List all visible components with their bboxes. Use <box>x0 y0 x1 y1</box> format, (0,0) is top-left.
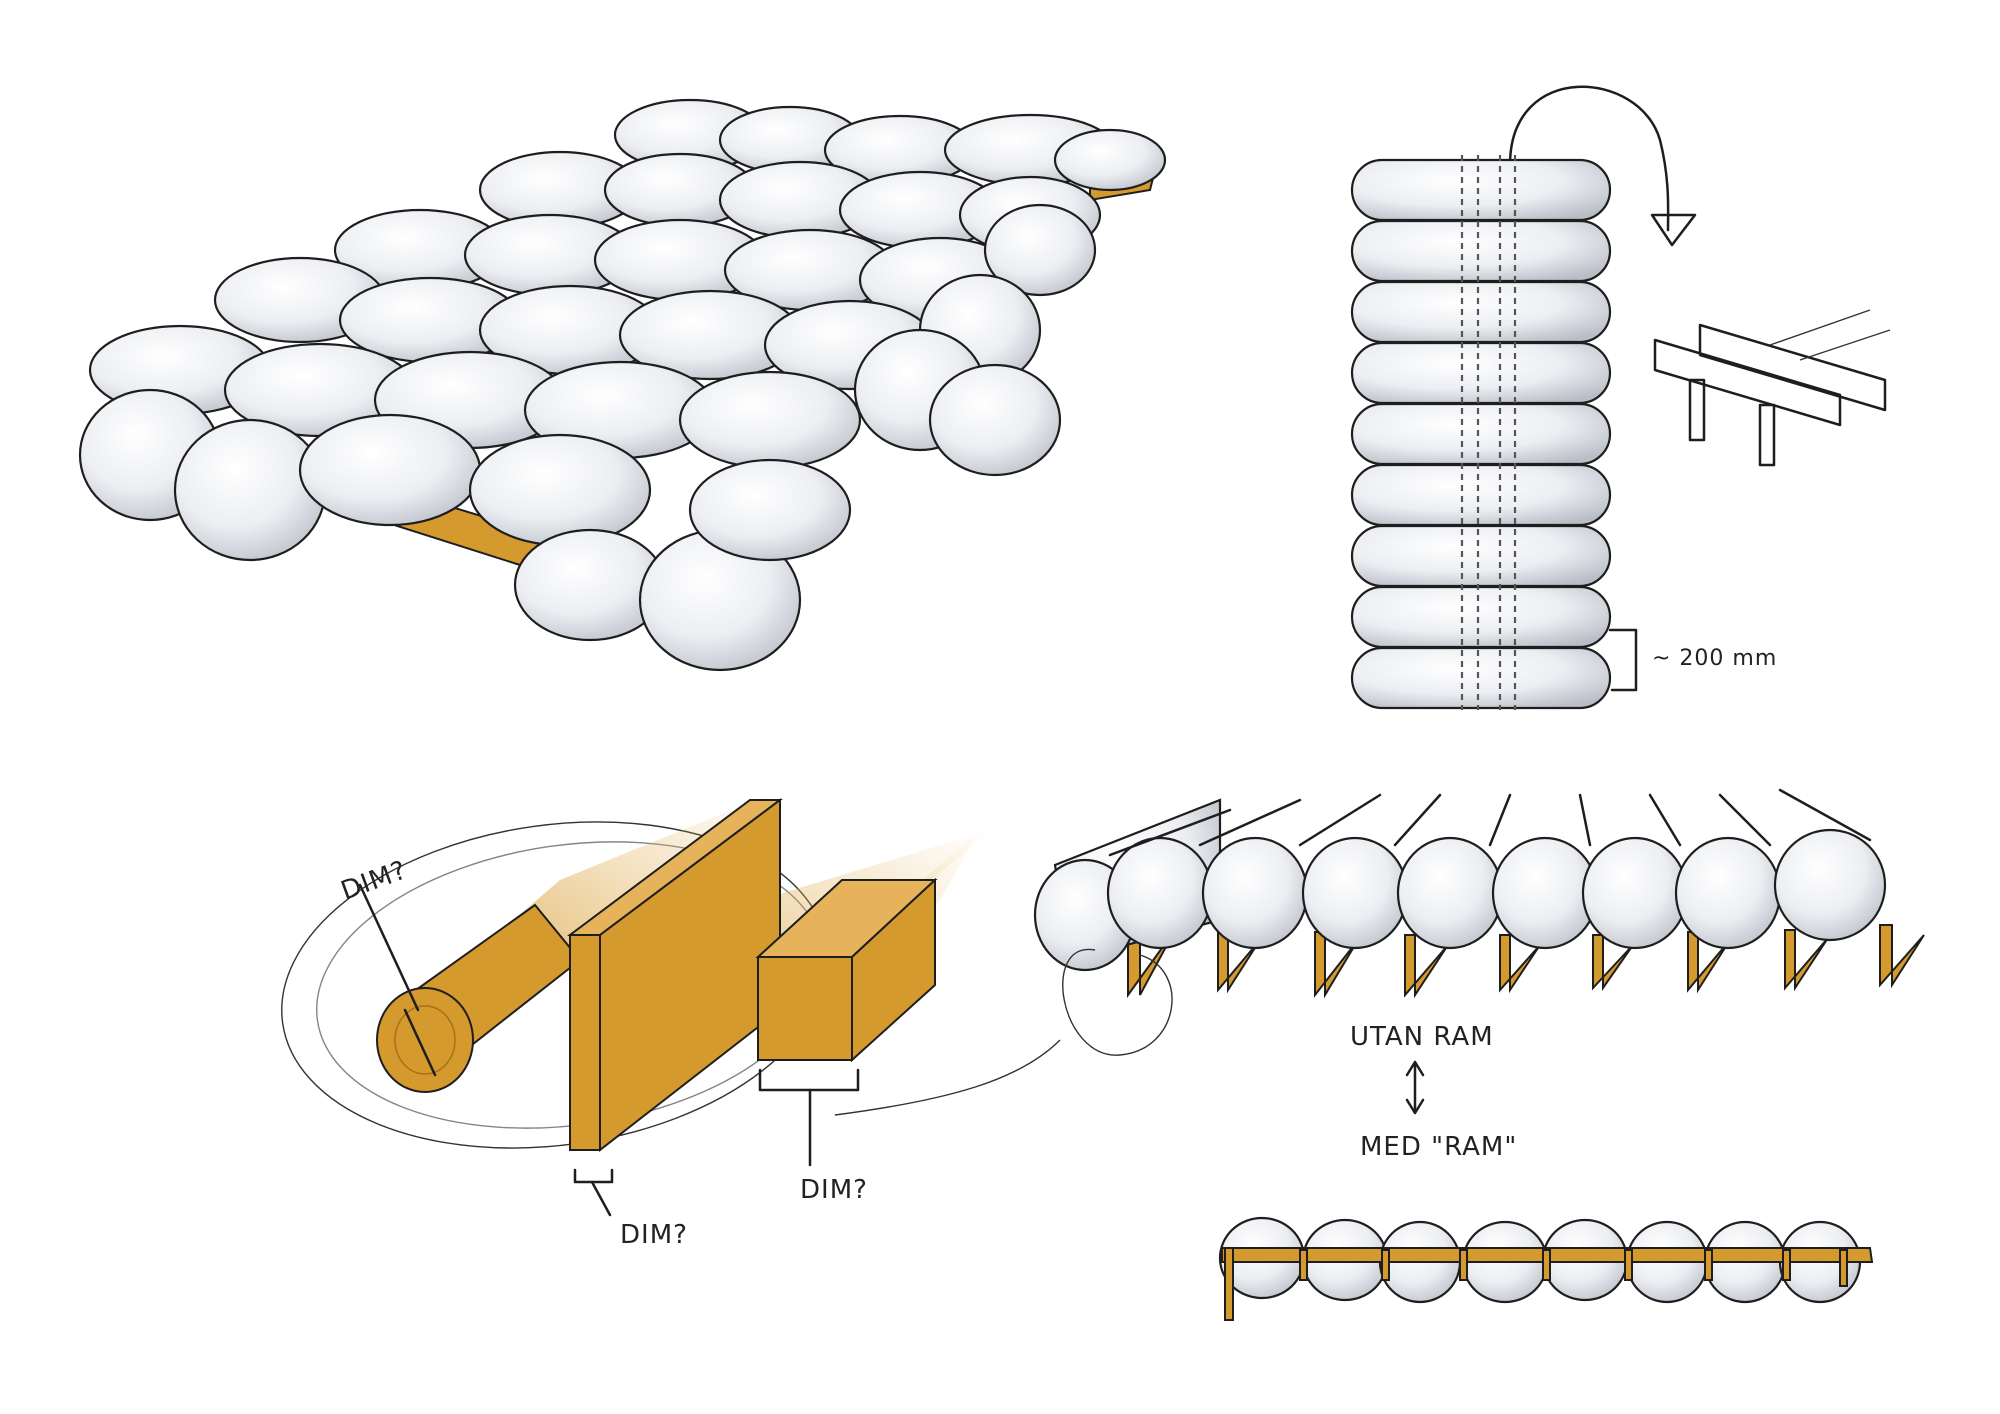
dimension-bracket <box>1608 628 1638 692</box>
support-wedges <box>1127 924 1925 999</box>
flat-board <box>567 798 783 1153</box>
dim-bracket-board <box>573 1168 614 1184</box>
rolls-with-frame <box>1218 1216 1874 1321</box>
frame-posts <box>1224 1247 1848 1321</box>
dim-label-round: DIM? <box>337 855 411 906</box>
pillow-stack-elevation: ~ 200 mm <box>1350 85 1891 710</box>
strap-lines <box>1460 155 1517 710</box>
label-without-frame: UTAN RAM <box>1350 1022 1494 1052</box>
pillow-bed-perspective <box>78 98 1167 672</box>
pillow-grid <box>78 98 1167 672</box>
slat-frame-detail <box>1653 309 1891 467</box>
swap-arrow-icon <box>1405 1060 1425 1115</box>
stacked-pillows <box>1350 158 1612 710</box>
dim-label-block: DIM? <box>800 1175 868 1205</box>
dim-label-board: DIM? <box>620 1220 688 1250</box>
dim-bracket-block <box>758 1068 860 1092</box>
round-dowel <box>376 903 582 1093</box>
detail-leader <box>834 1039 1061 1116</box>
rolls-without-frame <box>1033 788 1925 1056</box>
fold-arrow-head <box>1650 213 1697 247</box>
square-block <box>755 877 938 1063</box>
roll-bodies <box>1033 788 1887 972</box>
label-with-frame: MED "RAM" <box>1360 1132 1517 1162</box>
dim-arrow-round <box>358 883 420 1012</box>
wood-profiles-sketch: DIM? DIM? DIM? <box>281 790 1061 1250</box>
detail-circle <box>1062 948 1173 1056</box>
dimension-note: ~ 200 mm <box>1652 646 1777 671</box>
fold-arrow-curve <box>1508 85 1670 232</box>
